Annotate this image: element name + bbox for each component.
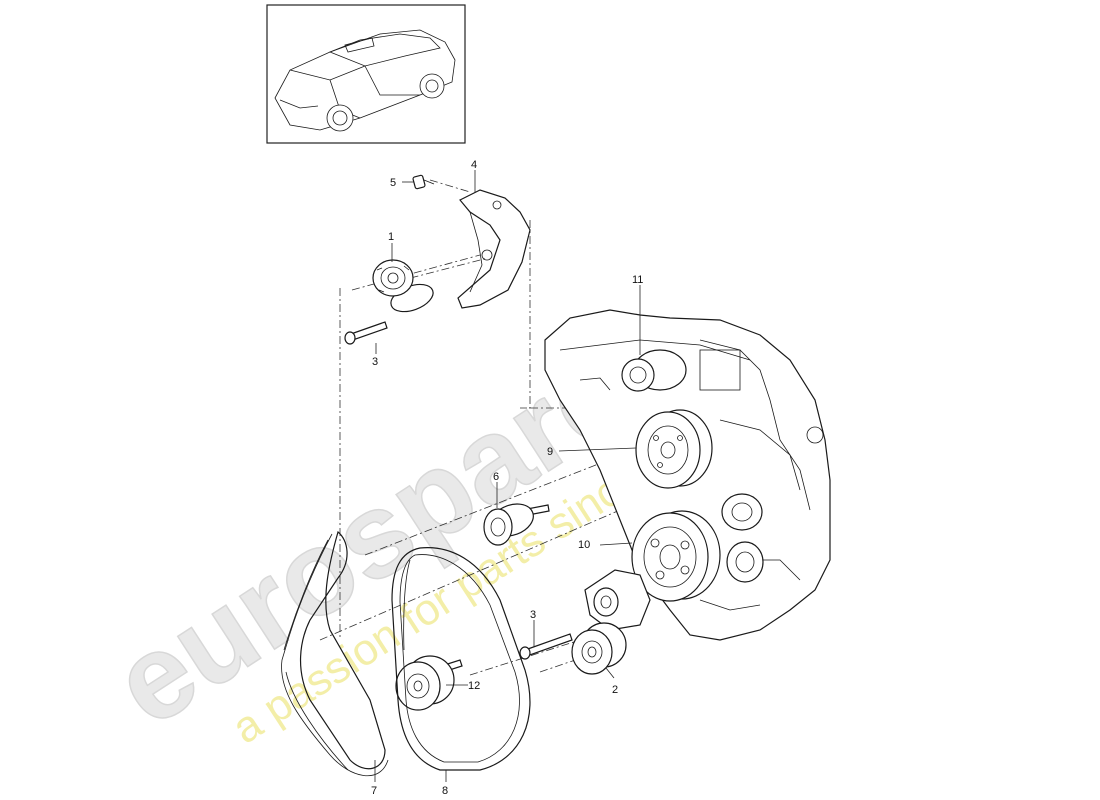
callout-12[interactable]: 12 [468,680,480,692]
part-3-bolt-upper[interactable] [344,321,388,345]
part-5-bolt[interactable] [412,174,435,190]
belt-tensioner-assembly [584,569,651,631]
part-7-drive-belt[interactable] [281,530,389,777]
callout-3-upper[interactable]: 3 [372,356,378,368]
part-8-drive-belt[interactable] [391,547,531,771]
callout-6[interactable]: 6 [493,471,499,483]
callout-3-lower[interactable]: 3 [530,609,536,621]
callout-2[interactable]: 2 [612,684,618,696]
vehicle-thumbnail [266,4,466,144]
part-9-crank-pulley[interactable] [635,409,713,489]
part-4-idler-bracket[interactable] [457,189,531,309]
part-6-idler-roller[interactable] [483,498,550,546]
callout-10[interactable]: 10 [578,539,590,551]
callout-4[interactable]: 4 [471,159,477,171]
leader-lines [374,170,641,782]
part-12-idler-pulley[interactable] [395,655,463,711]
callout-9[interactable]: 9 [547,446,553,458]
callout-1[interactable]: 1 [388,231,394,243]
part-3-bolt-lower[interactable] [519,633,573,660]
callout-7[interactable]: 7 [371,785,377,797]
part-1-tensioner-pulley[interactable] [372,259,437,317]
callout-labels: 4 5 1 3 11 9 6 10 3 2 12 7 8 [371,159,643,797]
callout-5[interactable]: 5 [390,177,396,189]
part-11-idler-pulley[interactable] [621,349,687,392]
part-10-vibration-damper[interactable] [631,510,721,602]
part-2-tensioner-pulley[interactable] [571,622,627,675]
callout-8[interactable]: 8 [442,785,448,797]
suv-illustration [274,29,456,132]
engine-aux-pulleys [721,493,764,583]
callout-11[interactable]: 11 [632,274,643,286]
